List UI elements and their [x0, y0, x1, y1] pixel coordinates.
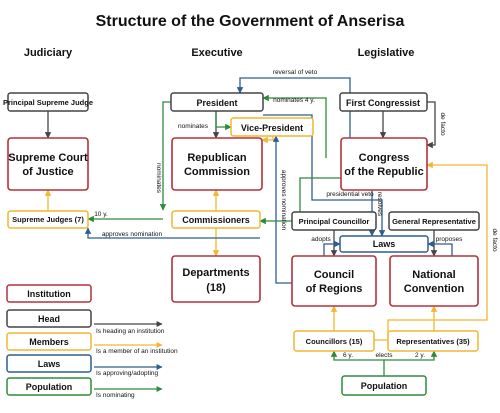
first-congressist-label: First Congressist: [346, 98, 420, 108]
edge-council-approves-vp: [272, 135, 292, 284]
legend-members-label: Members: [29, 337, 69, 347]
label-adopts: adopts: [311, 236, 331, 243]
edge-approves-nomination-court: [84, 227, 260, 239]
column-judiciary: Judiciary: [24, 47, 73, 59]
node-national-convention[interactable]: National Convention: [389, 255, 479, 307]
node-departments[interactable]: Departments (18): [171, 255, 261, 303]
node-principal-councillor[interactable]: Principal Councillor: [291, 211, 377, 231]
edge-congress-nominates-president: [262, 94, 327, 158]
congress-label-line1: Congress: [359, 152, 410, 164]
node-general-representative[interactable]: General Representative: [388, 211, 480, 231]
legend-institution: Institution: [6, 284, 92, 303]
legend-institution-label: Institution: [27, 289, 71, 299]
label-6y: 6 y.: [343, 352, 353, 359]
supreme-court-label-line2: of Justice: [22, 166, 73, 178]
legend-population: Population Is nominating: [6, 377, 163, 399]
council-label-line2: of Regions: [306, 283, 363, 295]
node-laws[interactable]: Laws: [339, 235, 429, 253]
label-proposes: proposes: [436, 236, 463, 243]
node-commissioners[interactable]: Commissioners: [171, 210, 261, 229]
republican-commission-label-line2: Commission: [184, 166, 250, 178]
convention-label-line2: Convention: [404, 283, 465, 295]
legend-population-label: Population: [26, 382, 73, 392]
label-2y: 2 y.: [415, 352, 425, 359]
label-presidential-veto: presidential veto: [326, 191, 374, 198]
column-executive: Executive: [191, 47, 242, 59]
label-resolves: resolves: [376, 192, 383, 217]
edge-convention-proposes-laws: [427, 240, 453, 256]
label-nominates-vertical: nominates: [155, 163, 162, 194]
legend-head-desc: Is heading an institution: [96, 328, 165, 335]
diagram-title: Structure of the Government of Anserisa: [96, 13, 405, 30]
node-vice-president[interactable]: Vice-President: [230, 117, 314, 137]
node-population[interactable]: Population: [341, 375, 427, 396]
council-label-line1: Council: [314, 269, 354, 281]
edge-population-elects-representatives: [384, 350, 438, 361]
legend-members: Members Is a member of an institution: [6, 332, 178, 355]
convention-label-line1: National: [412, 269, 455, 281]
congress-label-line2: of the Republic: [344, 166, 423, 178]
label-reversal-of-veto: reversal of veto: [273, 69, 318, 76]
laws-label: Laws: [373, 239, 396, 249]
principal-councillor-label: Principal Councillor: [299, 217, 370, 226]
representatives-label: Representatives (35): [396, 337, 470, 346]
label-10y: 10 y.: [94, 211, 108, 218]
commissioners-label: Commissioners: [182, 215, 250, 225]
edge-de-facto-councillors-to-congress: [374, 161, 488, 341]
legend-head: Head Is heading an institution: [6, 309, 165, 335]
node-council-of-regions[interactable]: Council of Regions: [291, 255, 377, 307]
node-congress-of-the-republic[interactable]: Congress of the Republic: [340, 137, 428, 191]
label-nominates: nominates: [178, 123, 209, 130]
legend: Institution Head Is heading an instituti…: [6, 284, 178, 399]
edge-council-adopts-laws: [323, 240, 341, 256]
legend-laws-desc: Is approving/adopting: [96, 370, 159, 377]
label-de-facto-2: de facto: [491, 228, 498, 252]
node-supreme-court-of-justice[interactable]: Supreme Court of Justice: [7, 137, 89, 191]
edge-president-nominates-judges: [159, 101, 171, 211]
label-elects: elects: [376, 352, 394, 359]
column-legislative: Legislative: [358, 47, 415, 59]
node-principal-supreme-judge[interactable]: Principal Supreme Judge: [3, 92, 93, 112]
supreme-court-label-line1: Supreme Court: [8, 152, 88, 164]
edge-president-nominates-vp: [215, 111, 232, 131]
edge-de-facto-first-congressist: [426, 101, 436, 149]
general-representative-label: General Representative: [392, 217, 476, 226]
node-first-congressist[interactable]: First Congressist: [339, 92, 428, 112]
label-approves-nomination: approves nomination: [102, 231, 163, 238]
legend-head-label: Head: [38, 314, 60, 324]
legend-laws-label: Laws: [38, 359, 61, 369]
label-approves-nomination-vertical: approves nomination: [280, 170, 287, 231]
departments-label-line2: (18): [206, 282, 226, 294]
label-de-facto-1: de facto: [439, 112, 446, 136]
node-republican-commission[interactable]: Republican Commission: [171, 137, 263, 191]
edge-congress-nominates-commissioners: [259, 177, 341, 225]
edge-population-elects-councillors: [330, 350, 385, 376]
label-nominates-4y: nominates 4 y.: [273, 97, 315, 104]
edge-presidential-veto: [263, 114, 386, 237]
supreme-judges-label: Supreme Judges (7): [12, 215, 84, 224]
president-label: President: [196, 98, 237, 108]
node-councillors[interactable]: Councillors (15): [293, 330, 375, 352]
population-label: Population: [361, 381, 408, 391]
republican-commission-label-line1: Republican: [187, 152, 247, 164]
legend-members-desc: Is a member of an institution: [96, 348, 178, 355]
node-supreme-judges[interactable]: Supreme Judges (7): [7, 210, 89, 229]
node-president[interactable]: President: [170, 92, 264, 112]
node-representatives[interactable]: Representatives (35): [387, 330, 479, 352]
legend-laws: Laws Is approving/adopting: [6, 354, 163, 377]
legend-population-desc: Is nominating: [96, 392, 135, 399]
councillors-label: Councillors (15): [306, 337, 363, 346]
departments-label-line1: Departments: [182, 267, 249, 279]
principal-supreme-judge-label: Principal Supreme Judge: [3, 98, 93, 107]
vice-president-label: Vice-President: [241, 123, 303, 133]
